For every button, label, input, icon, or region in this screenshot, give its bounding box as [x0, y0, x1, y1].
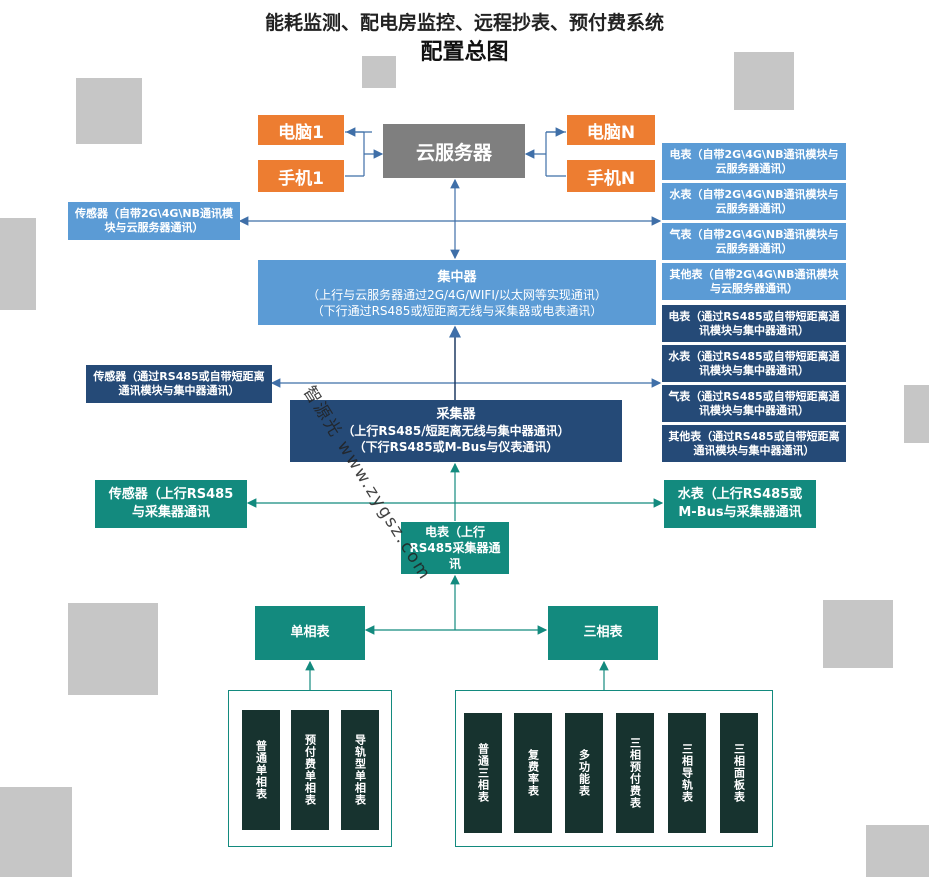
concentrator-line-1: （上行与云服务器通过2G/4G/WIFI/以太网等实现通讯）	[307, 288, 607, 302]
phone1-box: 手机1	[258, 160, 344, 192]
cloud-server-box: 云服务器	[383, 124, 525, 178]
right-conc-meter-electric: 电表（通过RS485或自带短距离通讯模块与集中器通讯）	[662, 305, 846, 342]
decor-square	[0, 218, 36, 310]
decor-square	[76, 78, 142, 144]
three-item-multi-rate: 复费率表	[514, 713, 552, 833]
title-line-2: 配置总图	[420, 40, 509, 65]
decor-square	[0, 787, 72, 877]
concentrator-title: 集中器	[437, 270, 477, 285]
single-phase-box: 单相表	[255, 606, 365, 660]
right-cloud-meter-other: 其他表（自带2G\4G\NB通讯模块与云服务器通讯）	[662, 263, 846, 300]
decor-square	[734, 52, 794, 110]
pcN-box: 电脑N	[567, 115, 655, 145]
decor-square	[362, 56, 396, 88]
top-sensor-box: 传感器（自带2G\4G\NB通讯模块与云服务器通讯）	[68, 202, 240, 240]
right-cloud-meter-water: 水表（自带2G\4G\NB通讯模块与云服务器通讯）	[662, 183, 846, 220]
single-item-rail: 导轨型单相表	[341, 710, 379, 830]
single-item-normal: 普通单相表	[242, 710, 280, 830]
right-cloud-meter-gas: 气表（自带2G\4G\NB通讯模块与云服务器通讯）	[662, 223, 846, 260]
pc1-box: 电脑1	[258, 115, 344, 145]
concentrator-box: 集中器 （上行与云服务器通过2G/4G/WIFI/以太网等实现通讯） （下行通过…	[258, 260, 656, 325]
title-line-1: 能耗监测、配电房监控、远程抄表、预付费系统	[264, 12, 664, 34]
right-conc-meter-gas: 气表（通过RS485或自带短距离通讯模块与集中器通讯）	[662, 385, 846, 422]
three-phase-box: 三相表	[548, 606, 658, 660]
collector-line-1: （上行RS485/短距离无线与集中器通讯）	[342, 424, 570, 438]
collector-line-2: （下行RS485或M-Bus与仪表通讯）	[353, 440, 559, 454]
mid-sensor-box: 传感器（通过RS485或自带短距离通讯模块与集中器通讯）	[86, 365, 272, 403]
phoneN-box: 手机N	[567, 160, 655, 192]
right-cloud-meter-electric: 电表（自带2G\4G\NB通讯模块与云服务器通讯）	[662, 143, 846, 180]
three-item-prepaid: 三相预付费表	[616, 713, 654, 833]
bottom-sensor-box: 传感器（上行RS485与采集器通讯	[95, 480, 247, 528]
collector-box: 采集器 （上行RS485/短距离无线与集中器通讯） （下行RS485或M-Bus…	[290, 400, 622, 462]
right-conc-meter-water: 水表（通过RS485或自带短距离通讯模块与集中器通讯）	[662, 345, 846, 382]
electric-meter-box: 电表（上行RS485采集器通讯	[401, 522, 509, 574]
three-item-panel: 三相面板表	[720, 713, 758, 833]
decor-square	[68, 603, 158, 695]
decor-square	[904, 385, 929, 443]
three-item-multifunction: 多功能表	[565, 713, 603, 833]
three-item-rail: 三相导轨表	[668, 713, 706, 833]
right-conc-meter-other: 其他表（通过RS485或自带短距离通讯模块与集中器通讯）	[662, 425, 846, 462]
concentrator-line-2: （下行通过RS485或短距离无线与采集器或电表通讯）	[311, 304, 603, 318]
decor-square	[823, 600, 893, 668]
collector-title: 采集器	[436, 407, 476, 422]
water-meter-box: 水表（上行RS485或M-Bus与采集器通讯	[664, 480, 816, 528]
three-item-normal: 普通三相表	[464, 713, 502, 833]
decor-square	[866, 825, 929, 877]
single-item-prepaid: 预付费单相表	[291, 710, 329, 830]
